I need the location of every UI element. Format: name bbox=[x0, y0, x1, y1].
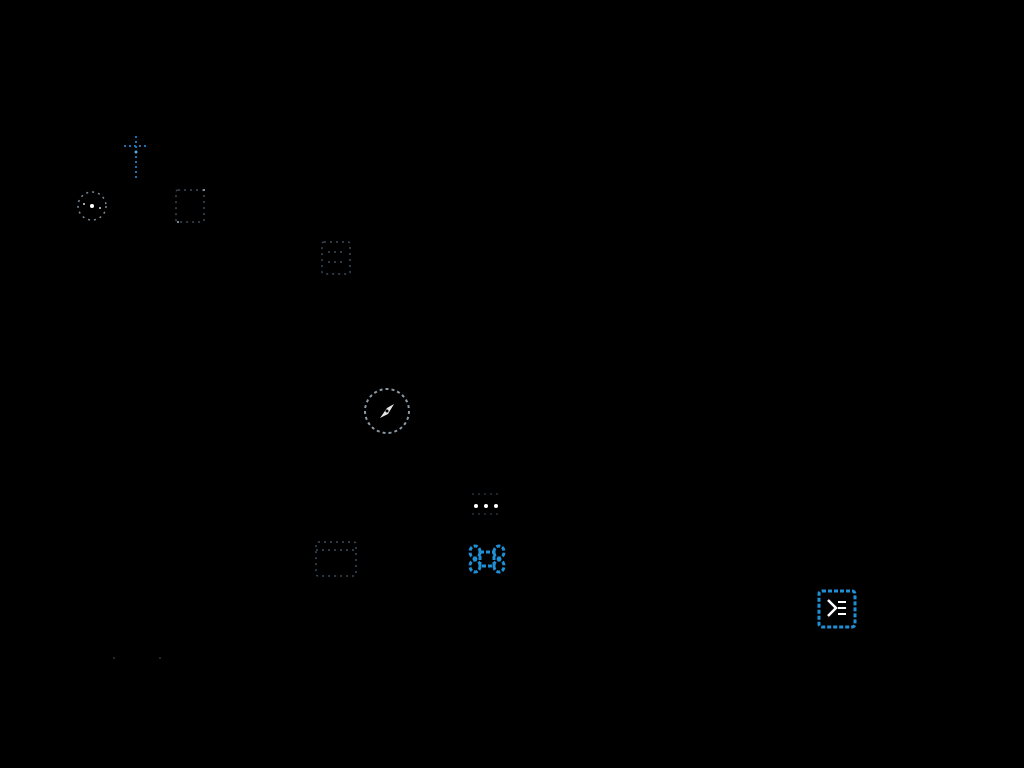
cross-icon[interactable] bbox=[118, 132, 154, 184]
command-key-icon[interactable] bbox=[462, 534, 512, 584]
compass-icon[interactable] bbox=[360, 384, 414, 438]
ellipsis-icon[interactable] bbox=[462, 484, 510, 524]
window-icon[interactable] bbox=[310, 534, 362, 584]
terminal-icon[interactable] bbox=[814, 586, 860, 632]
list-icon[interactable] bbox=[314, 236, 358, 280]
gear-icon[interactable] bbox=[66, 182, 118, 230]
dots-icon bbox=[106, 648, 170, 668]
layers-icon[interactable] bbox=[168, 182, 212, 230]
